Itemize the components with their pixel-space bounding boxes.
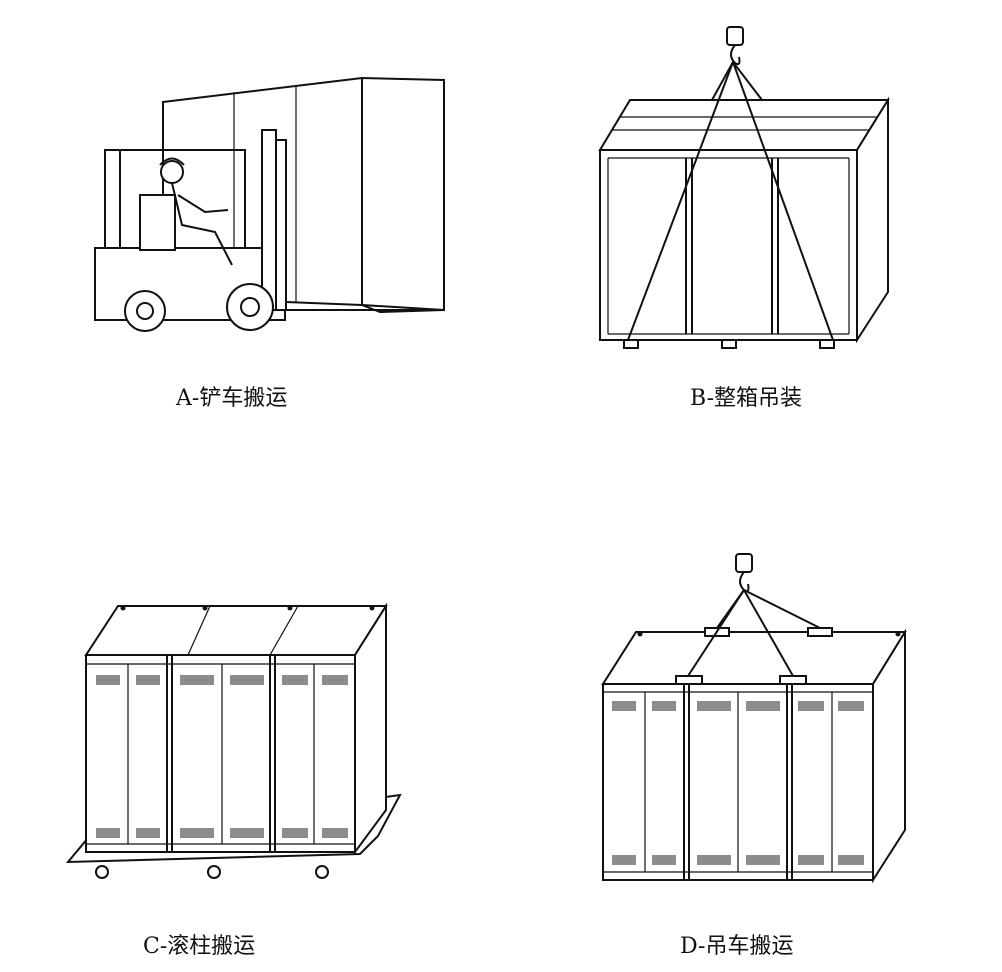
roller [315,865,329,879]
crane-hook [726,26,744,46]
roller [207,865,221,879]
crate-side [856,96,889,344]
lifting-lug [807,627,833,637]
lifting-lug [779,675,807,685]
roller-transport-illustration [65,602,402,879]
forklift-rear-wheel [124,290,166,332]
crane-transport-illustration [601,553,907,884]
sling-left [627,61,734,341]
operator-head [160,160,184,184]
cabinet-top-d [601,631,907,685]
cabinet-top [84,605,388,656]
caption-crate-hoisting: B-整箱吊装 [690,386,803,411]
crane-hook-d [735,553,753,573]
forklift-front-wheel [226,283,274,331]
forklift-seat [139,194,176,251]
forklift-illustration [94,76,445,332]
lifting-lug [675,675,703,685]
crate-hoisting-illustration [598,26,890,349]
forklift-mast [261,129,277,311]
caption-roller-transport: C-滚柱搬运 [143,934,256,959]
sling-right [732,61,834,341]
cabinet-front [85,654,356,853]
caption-forklift: A-铲车搬运 [176,386,288,411]
caption-crane-transport: D-吊车搬运 [680,934,794,959]
crate-top [598,99,890,151]
roller [95,865,109,879]
